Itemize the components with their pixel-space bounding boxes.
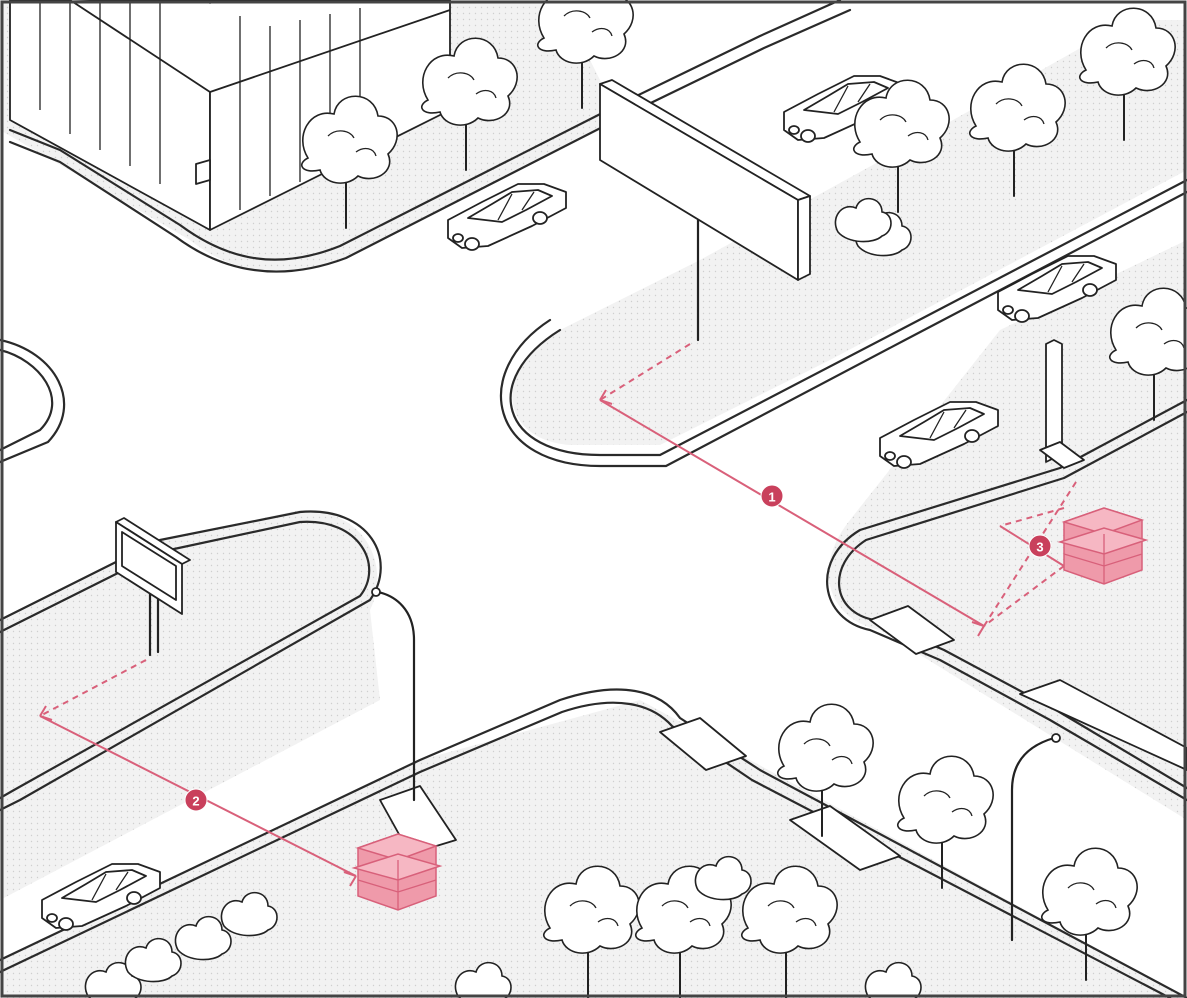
svg-text:2: 2 — [192, 794, 199, 809]
dimension-badge-3: 3 — [1029, 535, 1051, 557]
kiosk-left — [354, 834, 440, 910]
dimension-badge-1: 1 — [761, 485, 783, 507]
kiosk-right — [1060, 508, 1146, 584]
svg-text:3: 3 — [1036, 540, 1043, 555]
wall-sign — [196, 160, 210, 184]
dimension-badge-2: 2 — [185, 789, 207, 811]
svg-text:1: 1 — [768, 490, 775, 505]
